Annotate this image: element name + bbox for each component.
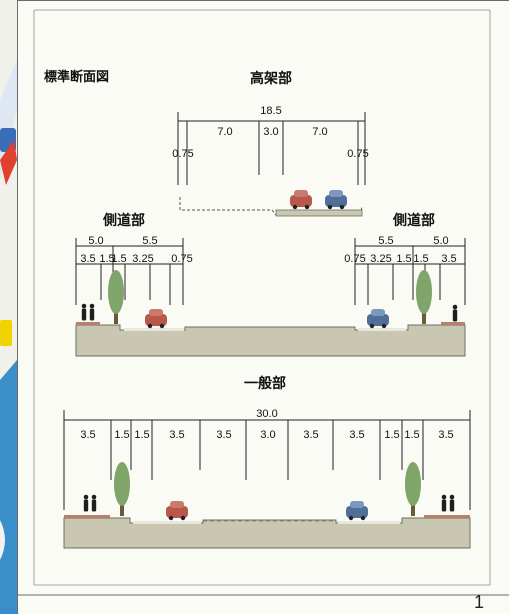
right-width-4: 1.5 (413, 253, 428, 265)
left-side-tree-icon (108, 270, 124, 324)
right-side-car-icon (367, 309, 389, 329)
left-width-2: 1.5 (99, 253, 114, 265)
route-line-red (0, 140, 17, 185)
right-side-tree-icon (416, 270, 432, 324)
left-side-dimension-lines (75, 238, 184, 305)
general-left-pedestrian-icon (83, 494, 89, 512)
elevated-section-label: 高架部 (250, 70, 292, 86)
general-width-11: 3.5 (438, 429, 453, 441)
general-width-4: 3.5 (169, 429, 184, 441)
warning-marker-icon (0, 320, 12, 346)
left-width-1: 3.5 (80, 253, 95, 265)
general-ground (63, 515, 471, 549)
elevated-deck (179, 197, 363, 217)
general-right-tree-icon (405, 462, 421, 516)
left-top-width-1: 5.0 (88, 235, 103, 247)
left-width-3: 1.5 (111, 253, 126, 265)
general-width-6: 3.0 (260, 429, 275, 441)
elevated-car-red-icon (290, 190, 312, 210)
elevated-total-width: 18.5 (260, 105, 281, 117)
left-side-road-label: 側道部 (102, 212, 145, 228)
general-width-3: 1.5 (134, 429, 149, 441)
general-dimension-lines (63, 410, 471, 510)
left-side-pedestrian-2-icon (89, 303, 95, 321)
right-top-width-1: 5.5 (378, 235, 393, 247)
general-width-5: 3.5 (216, 429, 231, 441)
general-width-7: 3.5 (303, 429, 318, 441)
page-number: 1 (474, 592, 485, 612)
right-top-width-2: 5.0 (433, 235, 448, 247)
general-right-pedestrian-2-icon (449, 494, 455, 512)
general-width-2: 1.5 (114, 429, 129, 441)
left-side-pedestrian-icon (81, 303, 87, 321)
general-left-pedestrian-2-icon (91, 494, 97, 512)
general-car-blue-icon (346, 501, 368, 521)
right-width-5: 3.5 (441, 253, 456, 265)
general-section-label: 一般部 (244, 375, 286, 391)
side-road-ground (75, 322, 466, 357)
right-width-1: 0.75 (344, 253, 365, 265)
elevated-width-4: 7.0 (312, 126, 327, 138)
elevated-dimension-lines (177, 112, 366, 185)
general-right-pedestrian-icon (441, 494, 447, 512)
right-width-2: 3.25 (370, 253, 391, 265)
elevated-width-2: 7.0 (217, 126, 232, 138)
general-width-8: 3.5 (349, 429, 364, 441)
left-top-width-2: 5.5 (142, 235, 157, 247)
right-side-dimension-lines (354, 238, 466, 305)
map-fragment (0, 0, 17, 614)
elevated-car-blue-icon (325, 190, 347, 210)
map-coast-shape (0, 520, 5, 560)
right-side-road-label: 側道部 (392, 212, 435, 228)
left-map-strip (0, 0, 17, 614)
general-width-10: 1.5 (404, 429, 419, 441)
general-total-width: 30.0 (256, 408, 277, 420)
general-width-1: 3.5 (80, 429, 95, 441)
figure-title: 標準断面図 (44, 69, 109, 84)
general-car-red-icon (166, 501, 188, 521)
left-width-4: 3.25 (132, 253, 153, 265)
map-water-shape (0, 360, 17, 614)
right-width-3: 1.5 (396, 253, 411, 265)
elevated-width-1: 0.75 (172, 148, 193, 160)
elevated-width-3: 3.0 (263, 126, 278, 138)
left-side-car-icon (145, 309, 167, 329)
elevated-width-5: 0.75 (347, 148, 368, 160)
general-left-tree-icon (114, 462, 130, 516)
left-width-5: 0.75 (171, 253, 192, 265)
right-side-pedestrian-icon (452, 304, 458, 322)
general-width-9: 1.5 (384, 429, 399, 441)
